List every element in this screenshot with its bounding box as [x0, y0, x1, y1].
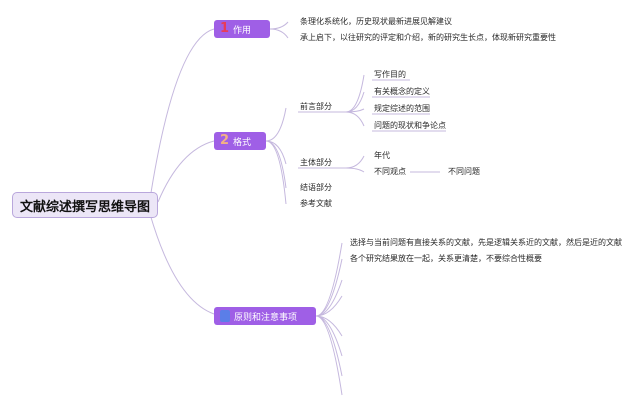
root-topic[interactable]: 文献综述撰写思维导图: [12, 192, 158, 218]
format-cankao[interactable]: 参考文献: [300, 199, 332, 208]
branch-3-note-2[interactable]: 各个研究结果放在一起，关系更清楚，不要综合性概要: [350, 254, 542, 263]
connector-branch-1-notes: [269, 21, 289, 39]
number-one-badge-icon: 1: [220, 21, 230, 36]
zhuti-item-niandai[interactable]: 年代: [374, 151, 390, 160]
number-three-badge-icon: 3: [220, 310, 230, 322]
branch-2-node[interactable]: 2 格式: [214, 132, 266, 150]
connector-branch-2-children: [265, 107, 287, 205]
branch-3-node[interactable]: 3 原则和注意事项: [214, 307, 316, 325]
connector-root-to-branch-3: [149, 213, 215, 315]
zhuti-item-butong-wenti[interactable]: 不同问题: [448, 167, 480, 176]
branch-3-note-1[interactable]: 选择与当前问题有直接关系的文献，先是逻辑关系近的文献，然后是近的文献: [350, 238, 622, 247]
connector-branch-3-notes: [315, 242, 343, 317]
zhuti-item-butong-guandian[interactable]: 不同观点: [374, 167, 406, 176]
qianyan-item-gainian[interactable]: 有关概念的定义: [374, 87, 430, 96]
branch-1-label: 作用: [233, 25, 252, 36]
branch-1-note-2[interactable]: 承上启下，以往研究的评定和介绍，新的研究生长点，体现新研究重要性: [300, 33, 556, 42]
connector-qianyan-children: [345, 74, 365, 127]
qianyan-item-fanwei[interactable]: 规定综述的范围: [374, 104, 430, 113]
qianyan-item-xiezuo[interactable]: 写作目的: [374, 70, 406, 79]
branch-3-label: 原则和注意事项: [234, 312, 298, 323]
branch-2-label: 格式: [233, 137, 252, 148]
connector-zhuti-children: [345, 155, 365, 173]
format-qianyan[interactable]: 前言部分: [300, 102, 332, 111]
branch-1-note-1[interactable]: 条理化系统化，历史现状最新进展见解建议: [300, 17, 452, 26]
number-two-badge-icon: 2: [220, 133, 230, 148]
connector-branch-3-empty: [315, 279, 343, 396]
qianyan-item-xianzhuang[interactable]: 问题的现状和争论点: [374, 121, 446, 130]
branch-1-node[interactable]: 1 作用: [214, 20, 270, 38]
connector-root-to-branch-2: [157, 140, 215, 203]
format-zhuti[interactable]: 主体部分: [300, 158, 332, 167]
connector-root-to-branch-1: [149, 28, 215, 200]
format-jieyu[interactable]: 结语部分: [300, 183, 332, 192]
